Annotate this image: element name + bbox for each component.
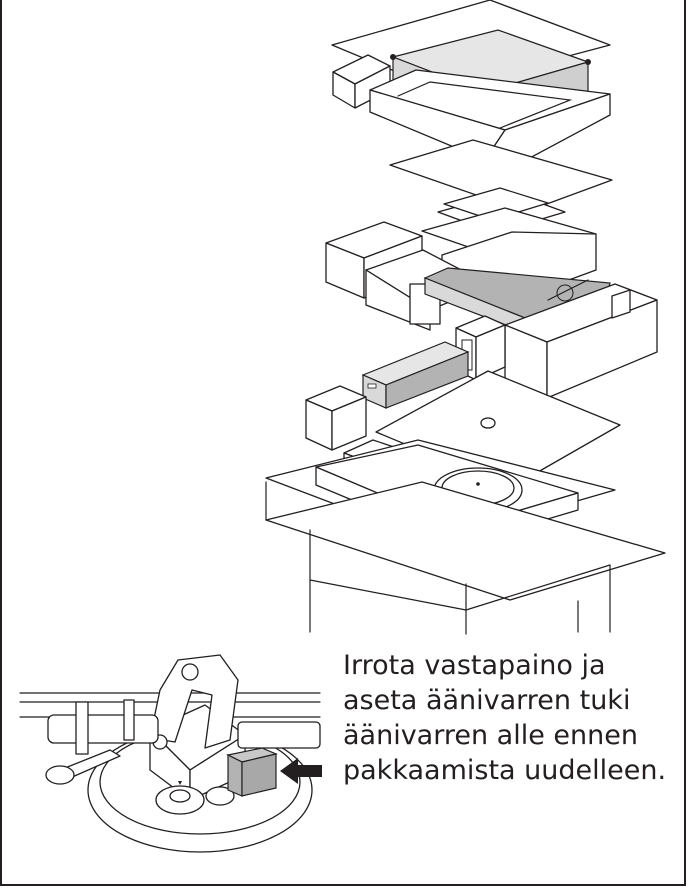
small-cube	[305, 385, 367, 451]
upper-foam-frame	[332, 54, 611, 183]
tonearm-detail	[19, 654, 321, 853]
accessory-box	[361, 341, 470, 409]
arrow-left-icon	[280, 758, 322, 784]
outer-carton	[265, 481, 666, 635]
instruction-text: Irrota vastapaino ja aseta äänivarren tu…	[343, 650, 667, 786]
right-foam-tray	[504, 283, 658, 399]
